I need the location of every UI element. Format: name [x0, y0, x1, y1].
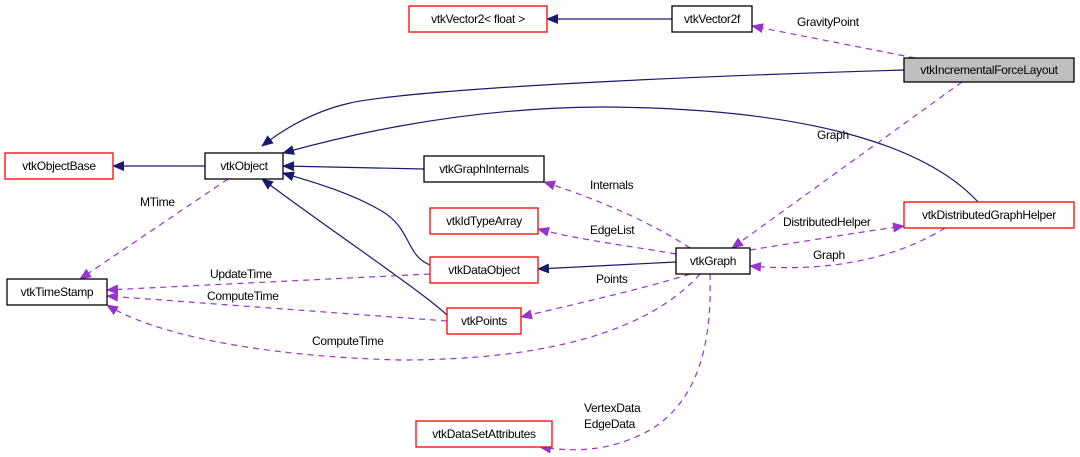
edge-label: Graph [817, 128, 849, 142]
edge-graph-to-graphinternals [543, 180, 691, 249]
node-label: vtkDataObject [448, 263, 520, 277]
node-label: vtkDataSetAttributes [432, 427, 536, 441]
edge-incrementalforcelayout-to-vector2f [751, 23, 916, 59]
node-label: vtkVector2< float > [431, 12, 525, 26]
edge-distributedgraphhelper-to-object [282, 106, 979, 203]
edge-label: Points [596, 272, 628, 286]
node-box [429, 207, 539, 235]
edge-graphinternals-to-object [282, 161, 425, 172]
edge-graph-to-idtypearray [537, 226, 677, 255]
edge-incrementalforcelayout-to-object [261, 69, 905, 147]
node-graphinternals[interactable]: vtkGraphInternals [423, 155, 545, 183]
node-graph[interactable]: vtkGraph [675, 247, 751, 275]
node-object[interactable]: vtkObject [204, 152, 284, 180]
node-objectbase[interactable]: vtkObjectBase [4, 152, 114, 180]
node-box [4, 152, 114, 180]
edge-incrementalforcelayout-to-graph [731, 81, 963, 249]
node-box [408, 5, 548, 33]
node-label: vtkGraphInternals [439, 162, 529, 176]
node-label: vtkGraph [690, 254, 736, 268]
node-box [423, 155, 545, 183]
node-label: vtkTimeStamp [21, 285, 94, 299]
node-label: vtkIncrementalForceLayout [920, 63, 1058, 77]
edge-dataobject-to-object [282, 171, 431, 266]
edge-label: ComputeTime [312, 334, 384, 348]
edge-label: GravityPoint [797, 15, 860, 29]
node-label: vtkObject [220, 159, 268, 173]
node-label: vtkDistributedGraphHelper [922, 208, 1056, 222]
edge-points-to-timestamp [106, 291, 448, 322]
edge-label: EdgeList [590, 223, 635, 237]
edge-graph-to-points [520, 273, 691, 320]
node-box [6, 278, 108, 306]
edge-label: MTime [140, 195, 175, 209]
edge-label: Internals [590, 178, 634, 192]
node-box [204, 152, 284, 180]
node-incrementalforcelayout[interactable]: vtkIncrementalForceLayout [903, 57, 1075, 83]
edge-label: VertexData [584, 401, 641, 415]
node-vector2float[interactable]: vtkVector2< float > [408, 5, 548, 33]
node-distributedgraphhelper[interactable]: vtkDistributedGraphHelper [903, 201, 1075, 229]
node-datasetattributes[interactable]: vtkDataSetAttributes [415, 420, 553, 448]
edge-label: EdgeData [584, 417, 636, 431]
edge-points-to-object [261, 178, 448, 316]
edge-distributedgraphhelper-to-graph [749, 227, 946, 272]
edge-graph-to-datasetattributes [539, 273, 711, 454]
node-box [446, 307, 522, 335]
edge-label: DistributedHelper [783, 215, 871, 229]
edge-graph-to-dataobject [537, 261, 677, 274]
node-box [903, 201, 1075, 229]
node-vector2f[interactable]: vtkVector2f [671, 5, 753, 33]
node-timestamp[interactable]: vtkTimeStamp [6, 278, 108, 306]
node-dataobject[interactable]: vtkDataObject [429, 256, 539, 284]
edge-graph-to-timestamp [106, 273, 701, 361]
node-label: vtkVector2f [684, 12, 741, 26]
node-label: vtkIdTypeArray [446, 214, 522, 228]
node-points[interactable]: vtkPoints [446, 307, 522, 335]
edge-dataobject-to-timestamp [106, 273, 431, 295]
node-box [675, 247, 751, 275]
node-box [415, 420, 553, 448]
node-label: vtkPoints [461, 314, 507, 328]
edge-label: Graph [813, 248, 845, 262]
node-idtypearray[interactable]: vtkIdTypeArray [429, 207, 539, 235]
edge-label: UpdateTime [210, 267, 273, 281]
edge-label: ComputeTime [207, 289, 279, 303]
edge-object-to-timestamp [79, 178, 229, 280]
node-box [671, 5, 753, 33]
edge-graph-to-distributedgraphhelper [749, 222, 905, 251]
node-box [903, 57, 1075, 83]
node-label: vtkObjectBase [22, 159, 96, 173]
node-box [429, 256, 539, 284]
